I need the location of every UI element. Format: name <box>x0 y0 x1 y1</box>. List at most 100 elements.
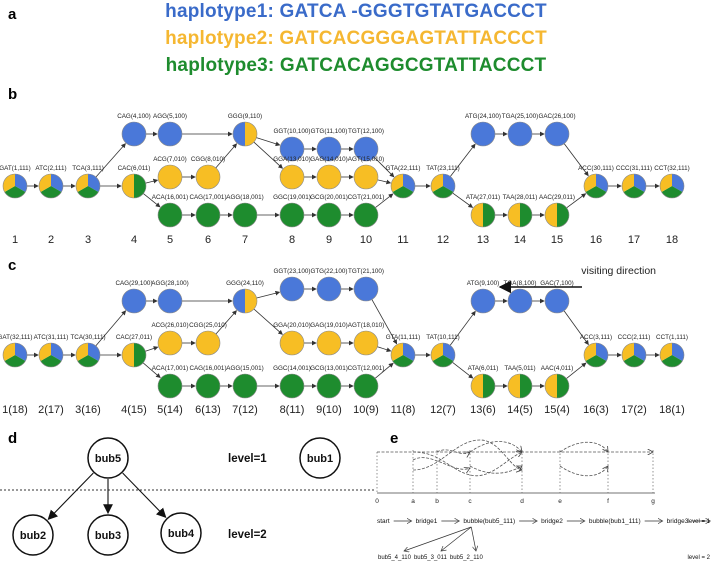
graph-node <box>544 373 570 399</box>
column-number: 16(3) <box>583 404 609 416</box>
node-label: TAA(28,011) <box>503 194 538 201</box>
graph-edge <box>374 362 394 379</box>
column-number: 15 <box>551 234 563 246</box>
column-number: 9 <box>326 234 332 246</box>
node-label: TAT(23,111) <box>426 165 459 172</box>
tree-child-node-label: bub2 <box>20 530 46 542</box>
graph-edge <box>377 179 392 185</box>
graph-node <box>121 173 147 199</box>
node-label: GTG(22,100) <box>310 268 347 275</box>
chain-item: bridge3 <box>667 518 689 525</box>
graph-node <box>430 342 456 368</box>
graph-node <box>470 121 496 147</box>
column-number: 6(13) <box>195 404 221 416</box>
tree-child-node-label: bub4 <box>168 528 195 540</box>
graph-node <box>507 373 533 399</box>
graph-edge <box>256 137 281 147</box>
column-number: 8(11) <box>280 404 305 416</box>
graph-edge <box>142 362 161 379</box>
graph-node <box>232 121 258 147</box>
graph-node <box>121 342 147 368</box>
graph-node <box>470 202 496 228</box>
graph-edge <box>215 143 238 169</box>
graph-node <box>121 288 147 314</box>
panel-letter-c: c <box>8 257 17 274</box>
graph-node <box>316 136 342 162</box>
path-curve <box>469 466 522 474</box>
column-number: 4(15) <box>121 404 147 416</box>
node-label: CCC(31,111) <box>616 165 652 172</box>
tree-root-node-label: bub5 <box>95 453 121 465</box>
node-label: GAC(7,100) <box>540 280 574 287</box>
node-label: AAC(4,011) <box>541 365 573 372</box>
graph-edge <box>375 193 394 208</box>
graph-node <box>195 202 221 228</box>
node-label: CAG(16,001) <box>189 365 226 372</box>
node-label: CGG(25,010) <box>189 322 227 329</box>
graph-node <box>621 173 647 199</box>
e-level-2-label: level = 2 <box>687 555 710 561</box>
graph-node <box>659 342 685 368</box>
tree-child-node-label: bub3 <box>95 530 121 542</box>
graph-node <box>75 173 101 199</box>
node-label: GAG(14,010) <box>310 156 347 163</box>
node-label: GGG(9,110) <box>228 113 262 120</box>
graph-node <box>2 173 28 199</box>
sub-bubble: bub5_4_110 <box>378 555 412 561</box>
path-curve <box>559 441 608 452</box>
node-label: TAT(10,111) <box>426 334 459 341</box>
chain-item: bubble(bub5_111) <box>463 518 515 525</box>
node-label: GGT(23,100) <box>273 268 310 275</box>
node-label: ACC(3,111) <box>580 334 612 341</box>
column-number: 2(17) <box>38 404 64 416</box>
haplotype-3: haplotype3: GATCACAGGCGTATTACCCT <box>165 55 547 76</box>
graph-edge <box>452 192 474 208</box>
panel-letter-d: d <box>8 430 18 447</box>
node-label: GGA(20,010) <box>273 322 310 329</box>
column-number: 11 <box>397 234 408 246</box>
graph-edge <box>143 193 161 208</box>
node-label: ATC(31,111) <box>34 334 69 341</box>
graph-edge <box>452 362 474 379</box>
chain-item: bridge1 <box>416 518 438 525</box>
graph-edge <box>449 143 476 177</box>
graph-edge <box>566 193 587 209</box>
graph-node <box>75 342 101 368</box>
graph-edge <box>566 362 587 379</box>
graph-node <box>390 342 416 368</box>
level-2-label: level=2 <box>228 529 267 541</box>
column-number: 17(2) <box>621 404 647 416</box>
graph-edge <box>449 310 476 346</box>
graph-node <box>157 288 183 314</box>
graph-node <box>316 373 342 399</box>
node-label: TGA(8,100) <box>504 280 537 287</box>
axis-letter: g <box>651 498 655 505</box>
node-label: GAC(26,100) <box>538 113 575 120</box>
e-level-1-label: level = 1 <box>687 519 710 525</box>
chain-item: start <box>377 518 390 525</box>
node-label: ACA(17,001) <box>152 365 188 372</box>
tree-child-node <box>87 514 129 556</box>
node-label: ATA(27,011) <box>466 194 500 201</box>
node-label: GGG(24,110) <box>226 280 264 287</box>
graph-node <box>507 202 533 228</box>
column-number: 18(1) <box>659 404 685 416</box>
node-label: CGG(8,010) <box>191 156 225 163</box>
sub-bubble: bub5_3_011 <box>414 555 448 561</box>
graph-node <box>279 276 305 302</box>
axis-letter: b <box>435 498 439 505</box>
node-label: CGT(12,001) <box>348 365 385 372</box>
path-curve <box>436 449 470 454</box>
graph-node <box>353 373 379 399</box>
tree-child-node <box>12 514 54 556</box>
column-number: 9(10) <box>316 404 342 416</box>
graph-node <box>121 121 147 147</box>
sub-arrow <box>441 526 472 551</box>
sub-arrow <box>404 526 472 551</box>
column-number: 10 <box>360 234 372 246</box>
chain-item: bubble(bub1_111) <box>589 518 641 525</box>
panel-letter-a: a <box>8 6 17 23</box>
graph-node <box>2 342 28 368</box>
node-label: ACC(30,111) <box>578 165 614 172</box>
